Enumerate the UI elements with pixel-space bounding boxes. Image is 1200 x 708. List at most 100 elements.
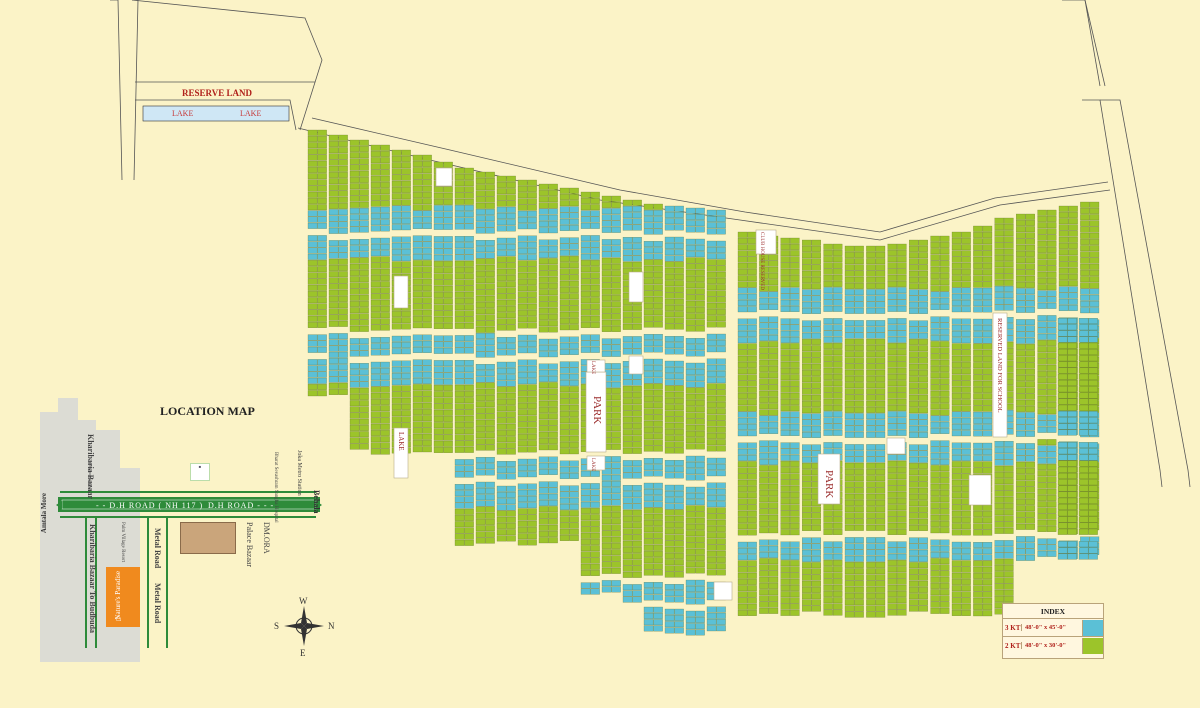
plot-3kt <box>317 359 327 366</box>
plot-2kt <box>811 382 821 389</box>
plot-2kt <box>664 280 675 287</box>
plot-3kt <box>674 348 684 355</box>
plot-3kt <box>790 541 800 548</box>
plot-3kt <box>823 293 833 300</box>
plot-3kt <box>759 440 769 447</box>
plot-3kt <box>496 374 507 381</box>
plot-2kt <box>887 386 898 393</box>
plot-3kt <box>653 582 663 588</box>
plot-2kt <box>506 175 516 182</box>
plot-3kt <box>527 210 537 217</box>
plot-2kt <box>994 236 1005 243</box>
plot-2kt <box>643 526 654 533</box>
plot-3kt <box>1004 459 1014 466</box>
plot-2kt <box>1067 460 1077 467</box>
plot-2kt <box>590 570 600 576</box>
plot-2kt <box>802 264 812 271</box>
plot-2kt <box>844 252 855 258</box>
plot-2kt <box>328 165 339 172</box>
hospital-label: Bharat Sevashram Sangha Hospital <box>273 452 278 523</box>
plot-2kt <box>909 525 919 531</box>
plot-2kt <box>695 319 705 326</box>
plot-2kt <box>747 523 757 530</box>
plot-2kt <box>844 469 855 475</box>
plot-2kt <box>359 394 369 400</box>
plot-2kt <box>930 409 940 416</box>
plot-2kt <box>918 407 928 414</box>
plot-2kt <box>930 527 940 534</box>
plot-2kt <box>844 562 855 568</box>
plot-2kt <box>527 285 537 292</box>
plot-2kt <box>674 280 684 287</box>
plot-3kt <box>464 366 474 373</box>
plot-3kt <box>632 497 642 504</box>
plot-2kt <box>930 502 940 509</box>
plot-3kt <box>559 473 570 479</box>
plot-3kt <box>380 361 390 368</box>
plot-2kt <box>485 271 495 277</box>
plot-3kt <box>909 425 919 432</box>
plot-2kt <box>601 543 612 549</box>
plot-2kt <box>349 319 360 326</box>
plot-2kt <box>1068 230 1078 237</box>
plot-3kt <box>695 245 705 251</box>
plot-2kt <box>1067 392 1077 399</box>
plot-2kt <box>823 591 833 597</box>
plot-2kt <box>780 361 791 368</box>
plot-2kt <box>811 370 821 376</box>
plot-3kt <box>359 226 369 233</box>
plot-2kt <box>1046 470 1057 477</box>
plot-2kt <box>1078 485 1089 492</box>
plot-2kt <box>939 607 950 614</box>
plot-2kt <box>622 547 633 553</box>
plot-3kt <box>737 306 748 313</box>
plot-2kt <box>380 306 390 312</box>
plot-2kt <box>349 394 360 400</box>
plot-2kt <box>897 510 907 517</box>
plot-3kt <box>506 473 516 480</box>
plot-2kt <box>1058 280 1069 287</box>
plot-2kt <box>939 496 950 503</box>
plot-2kt <box>866 357 876 364</box>
plot-3kt <box>622 212 633 219</box>
plot-3kt <box>716 464 726 470</box>
plot-3kt <box>685 238 696 245</box>
plot-2kt <box>982 380 993 387</box>
plot-2kt <box>973 529 983 536</box>
plot-3kt <box>994 441 1005 447</box>
plot-2kt <box>930 372 940 379</box>
plot-3kt <box>433 211 444 218</box>
plot-2kt <box>538 444 549 451</box>
plot-3kt <box>832 448 843 455</box>
plot-3kt <box>768 545 779 552</box>
plot-3kt <box>632 460 642 467</box>
plot-2kt <box>664 391 675 398</box>
plot-3kt <box>443 347 453 354</box>
plot-2kt <box>317 284 327 291</box>
plot-2kt <box>685 257 696 264</box>
plot-3kt <box>611 369 621 376</box>
plot-3kt <box>706 247 717 253</box>
plot-2kt <box>1016 480 1026 487</box>
plot-2kt <box>601 313 612 320</box>
plot-2kt <box>1080 208 1090 214</box>
plot-2kt <box>706 265 717 272</box>
plot-2kt <box>422 446 432 453</box>
plot-3kt <box>590 241 600 248</box>
plot-2kt <box>866 593 876 599</box>
plot-2kt <box>685 536 696 543</box>
plot-2kt <box>370 299 381 306</box>
plot-2kt <box>391 261 402 268</box>
plot-2kt <box>897 398 907 405</box>
plot-2kt <box>961 343 971 350</box>
plot-2kt <box>653 309 663 316</box>
plot-3kt <box>307 359 318 366</box>
plot-2kt <box>611 295 621 301</box>
plot-2kt <box>780 349 791 356</box>
plot-2kt <box>961 510 971 517</box>
plot-2kt <box>338 277 348 284</box>
plot-2kt <box>706 519 717 526</box>
compass-n: N <box>328 621 335 631</box>
plot-2kt <box>994 577 1005 584</box>
plot-2kt <box>601 276 612 283</box>
